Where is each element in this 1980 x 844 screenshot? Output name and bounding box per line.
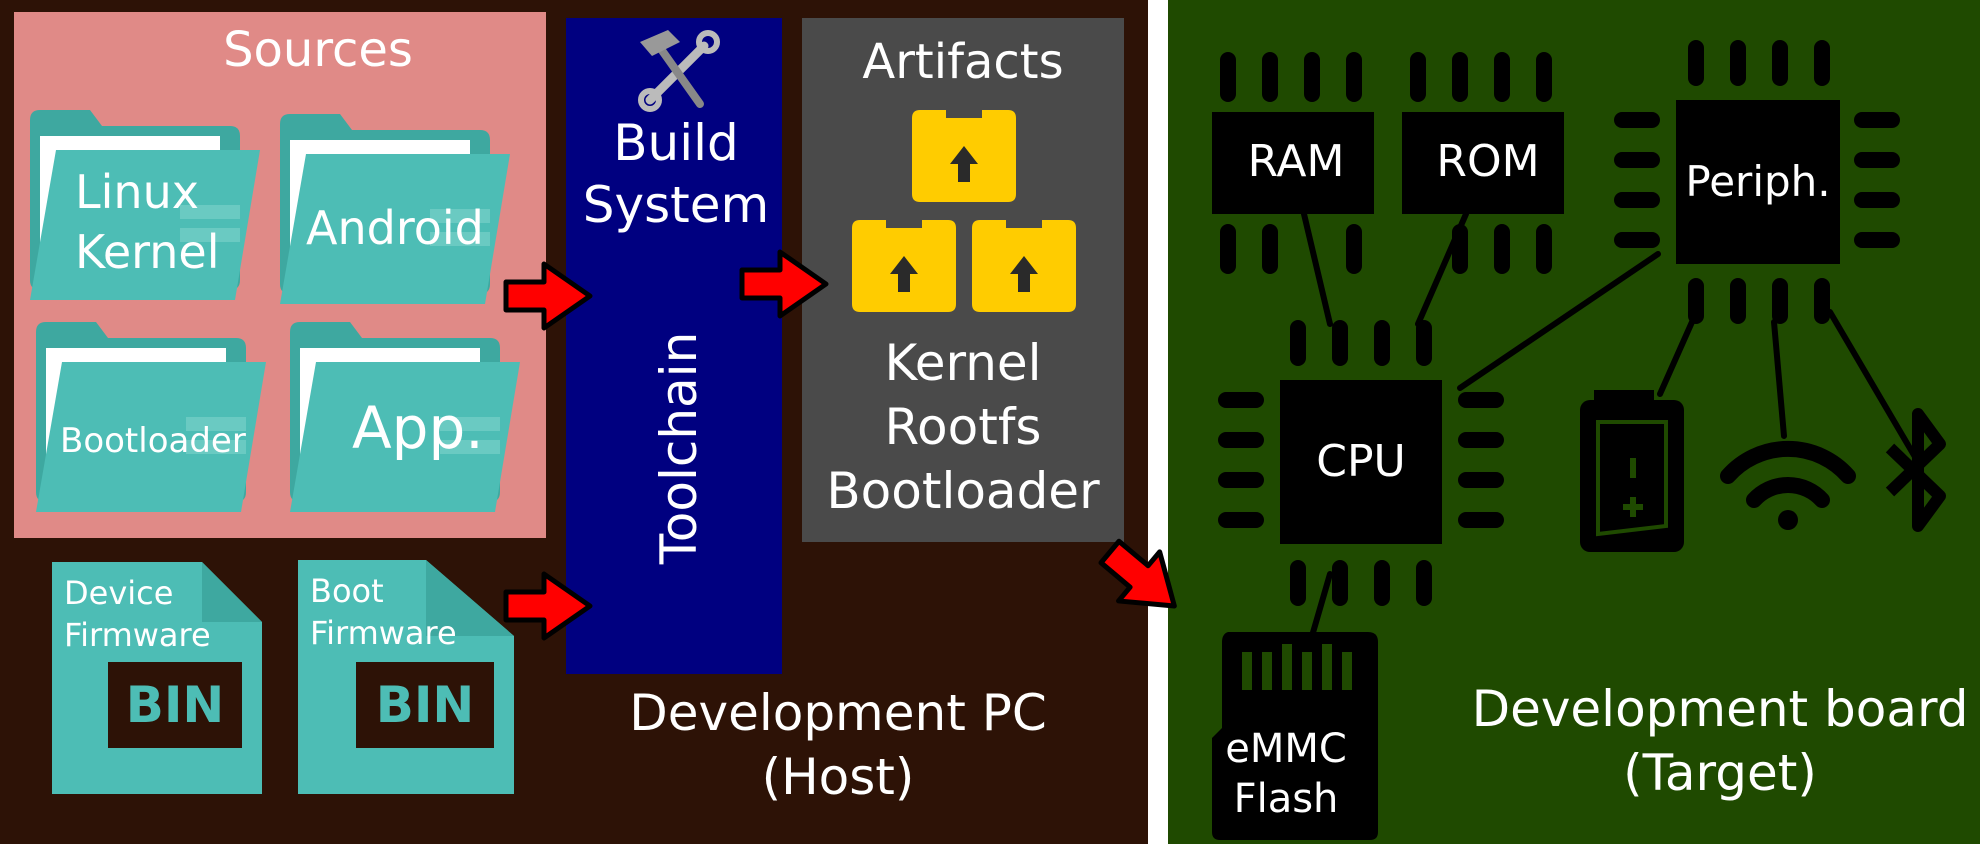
upload-box-icon [912, 110, 1016, 202]
artifact-item: Bootloader [826, 462, 1100, 520]
ram-chip: RAM [1212, 52, 1374, 274]
file-label: Device [64, 574, 173, 612]
folder-label: Kernel [75, 225, 220, 279]
bin-label: BIN [126, 676, 225, 734]
folder-label: Linux [75, 165, 199, 219]
artifacts-panel: Artifacts Kernel Rootfs Bootloader [802, 18, 1124, 542]
board-traces [1301, 211, 1921, 639]
folder-android: Android [280, 114, 510, 304]
file-label: Firmware [310, 614, 457, 652]
cpu-label: CPU [1316, 436, 1405, 487]
periph-chip: Periph. [1614, 40, 1900, 324]
target-title: Development board [1472, 680, 1969, 738]
build-system-panel: Build System Toolchain [566, 18, 782, 674]
file-label: Boot [310, 572, 384, 610]
target-subtitle: (Target) [1623, 744, 1817, 802]
host-subtitle: (Host) [762, 748, 915, 806]
file-boot-firmware: Boot Firmware BIN [298, 560, 514, 794]
upload-box-icon [852, 220, 956, 312]
sources-panel: Sources Linux Kernel Android Bootloader … [14, 12, 546, 538]
upload-box-icon [972, 220, 1076, 312]
artifact-item: Rootfs [885, 398, 1042, 456]
bin-badge [356, 662, 494, 748]
toolchain-label: Toolchain [650, 332, 708, 566]
artifact-item: Kernel [884, 334, 1041, 392]
cpu-chip: CPU [1218, 320, 1504, 606]
ram-label: RAM [1248, 136, 1345, 187]
file-label: Firmware [64, 616, 211, 654]
bin-badge [108, 662, 242, 748]
folder-label: Bootloader [60, 421, 246, 461]
folder-linux-kernel: Linux Kernel [30, 110, 260, 300]
rom-label: ROM [1436, 136, 1539, 187]
build-system-label: Build [613, 114, 739, 172]
build-system-label: System [583, 176, 769, 234]
emmc-card: eMMC Flash [1212, 632, 1378, 840]
artifacts-title: Artifacts [862, 34, 1063, 90]
folder-app: App. [290, 322, 520, 512]
periph-label: Periph. [1685, 157, 1830, 206]
emmc-label: Flash [1234, 776, 1339, 822]
rom-chip: ROM [1402, 52, 1564, 274]
folder-label: App. [352, 394, 484, 462]
folder-bootloader: Bootloader [36, 322, 266, 512]
folder-label: Android [306, 201, 484, 255]
bluetooth-icon [1885, 408, 1946, 532]
host-title: Development PC [629, 684, 1047, 742]
file-device-firmware: Device Firmware BIN [52, 562, 262, 794]
tools-icon [638, 30, 720, 112]
battery-icon [1580, 390, 1684, 552]
bin-label: BIN [376, 676, 475, 734]
sources-title: Sources [223, 22, 413, 78]
emmc-label: eMMC [1225, 726, 1347, 772]
wifi-icon [1720, 440, 1856, 530]
